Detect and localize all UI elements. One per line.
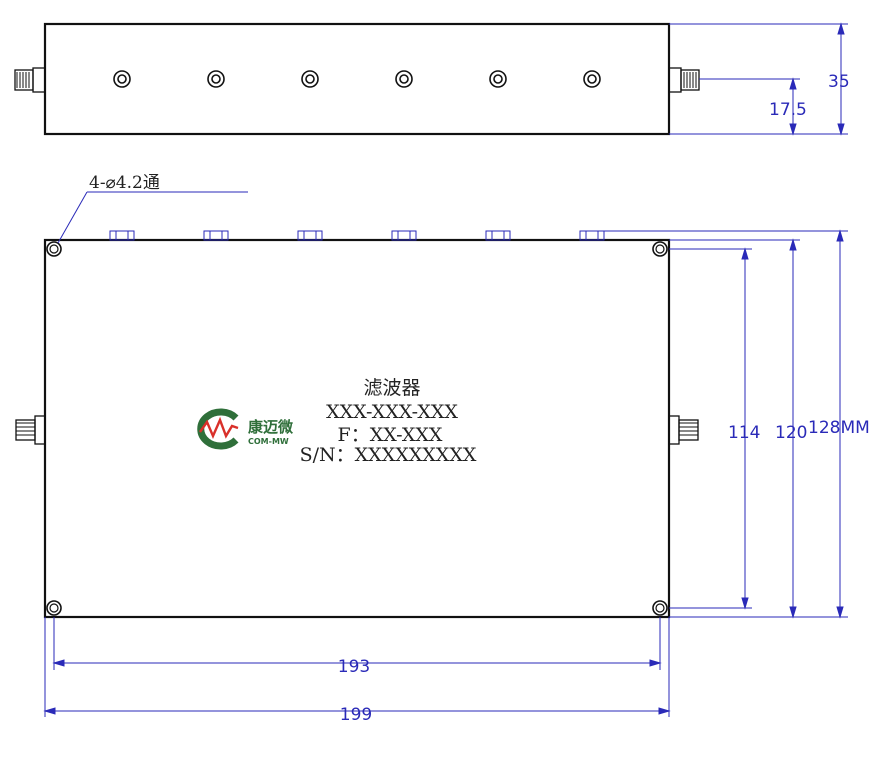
label-product-name: 滤波器 <box>363 377 420 399</box>
side-view: 35 17.5 <box>14 22 850 136</box>
tuning-screw-6 <box>583 70 601 88</box>
dim-width-body <box>43 617 671 717</box>
plan-left-connector <box>15 415 46 445</box>
mounting-hole-br <box>652 600 668 616</box>
label-frequency: F：XX-XXX <box>338 424 443 446</box>
dim-side-height <box>669 22 848 136</box>
hole-callout-leader <box>57 191 248 244</box>
dim-side-height-label: 35 <box>828 72 850 92</box>
plan-view: 4-⌀4.2通 滤波器 XXX-XXX-XXX F：XX-XXX S/N：XXX… <box>15 173 870 725</box>
mounting-hole-tl <box>46 241 62 257</box>
side-right-connector <box>668 67 700 93</box>
tuning-screw-1 <box>113 70 131 88</box>
dim-width-body-label: 199 <box>340 705 372 725</box>
dim-height-inner-label: 114 <box>728 423 760 443</box>
dim-width-holes <box>52 617 662 670</box>
logo-text-en: COM-MW <box>248 437 289 446</box>
dim-height-body-label: 120 <box>775 423 807 443</box>
mounting-hole-bl <box>46 600 62 616</box>
label-model: XXX-XXX-XXX <box>326 401 458 423</box>
side-view-body <box>43 22 671 136</box>
logo-wave <box>199 416 239 440</box>
dim-height-inner <box>669 247 752 610</box>
dim-height-overall <box>604 229 848 619</box>
tuning-screw-4 <box>395 70 413 88</box>
tuning-screw-3 <box>301 70 319 88</box>
dim-height-overall-label: 128MM <box>808 418 870 438</box>
logo-text-cn: 康迈微 <box>248 418 294 436</box>
tuning-screw-5 <box>489 70 507 88</box>
plan-right-connector <box>668 415 699 445</box>
dim-width-holes-label: 193 <box>338 657 370 677</box>
company-logo: 康迈微 COM-MW <box>197 408 294 450</box>
hole-callout-label: 4-⌀4.2通 <box>89 173 160 193</box>
plan-nut-stubs <box>109 230 605 241</box>
label-serial: S/N：XXXXXXXXX <box>300 444 477 466</box>
dim-side-half-label: 17.5 <box>769 100 807 120</box>
side-left-connector <box>14 67 46 93</box>
dim-side-half <box>699 77 800 136</box>
tuning-screw-2 <box>207 70 225 88</box>
mounting-hole-tr <box>652 241 668 257</box>
